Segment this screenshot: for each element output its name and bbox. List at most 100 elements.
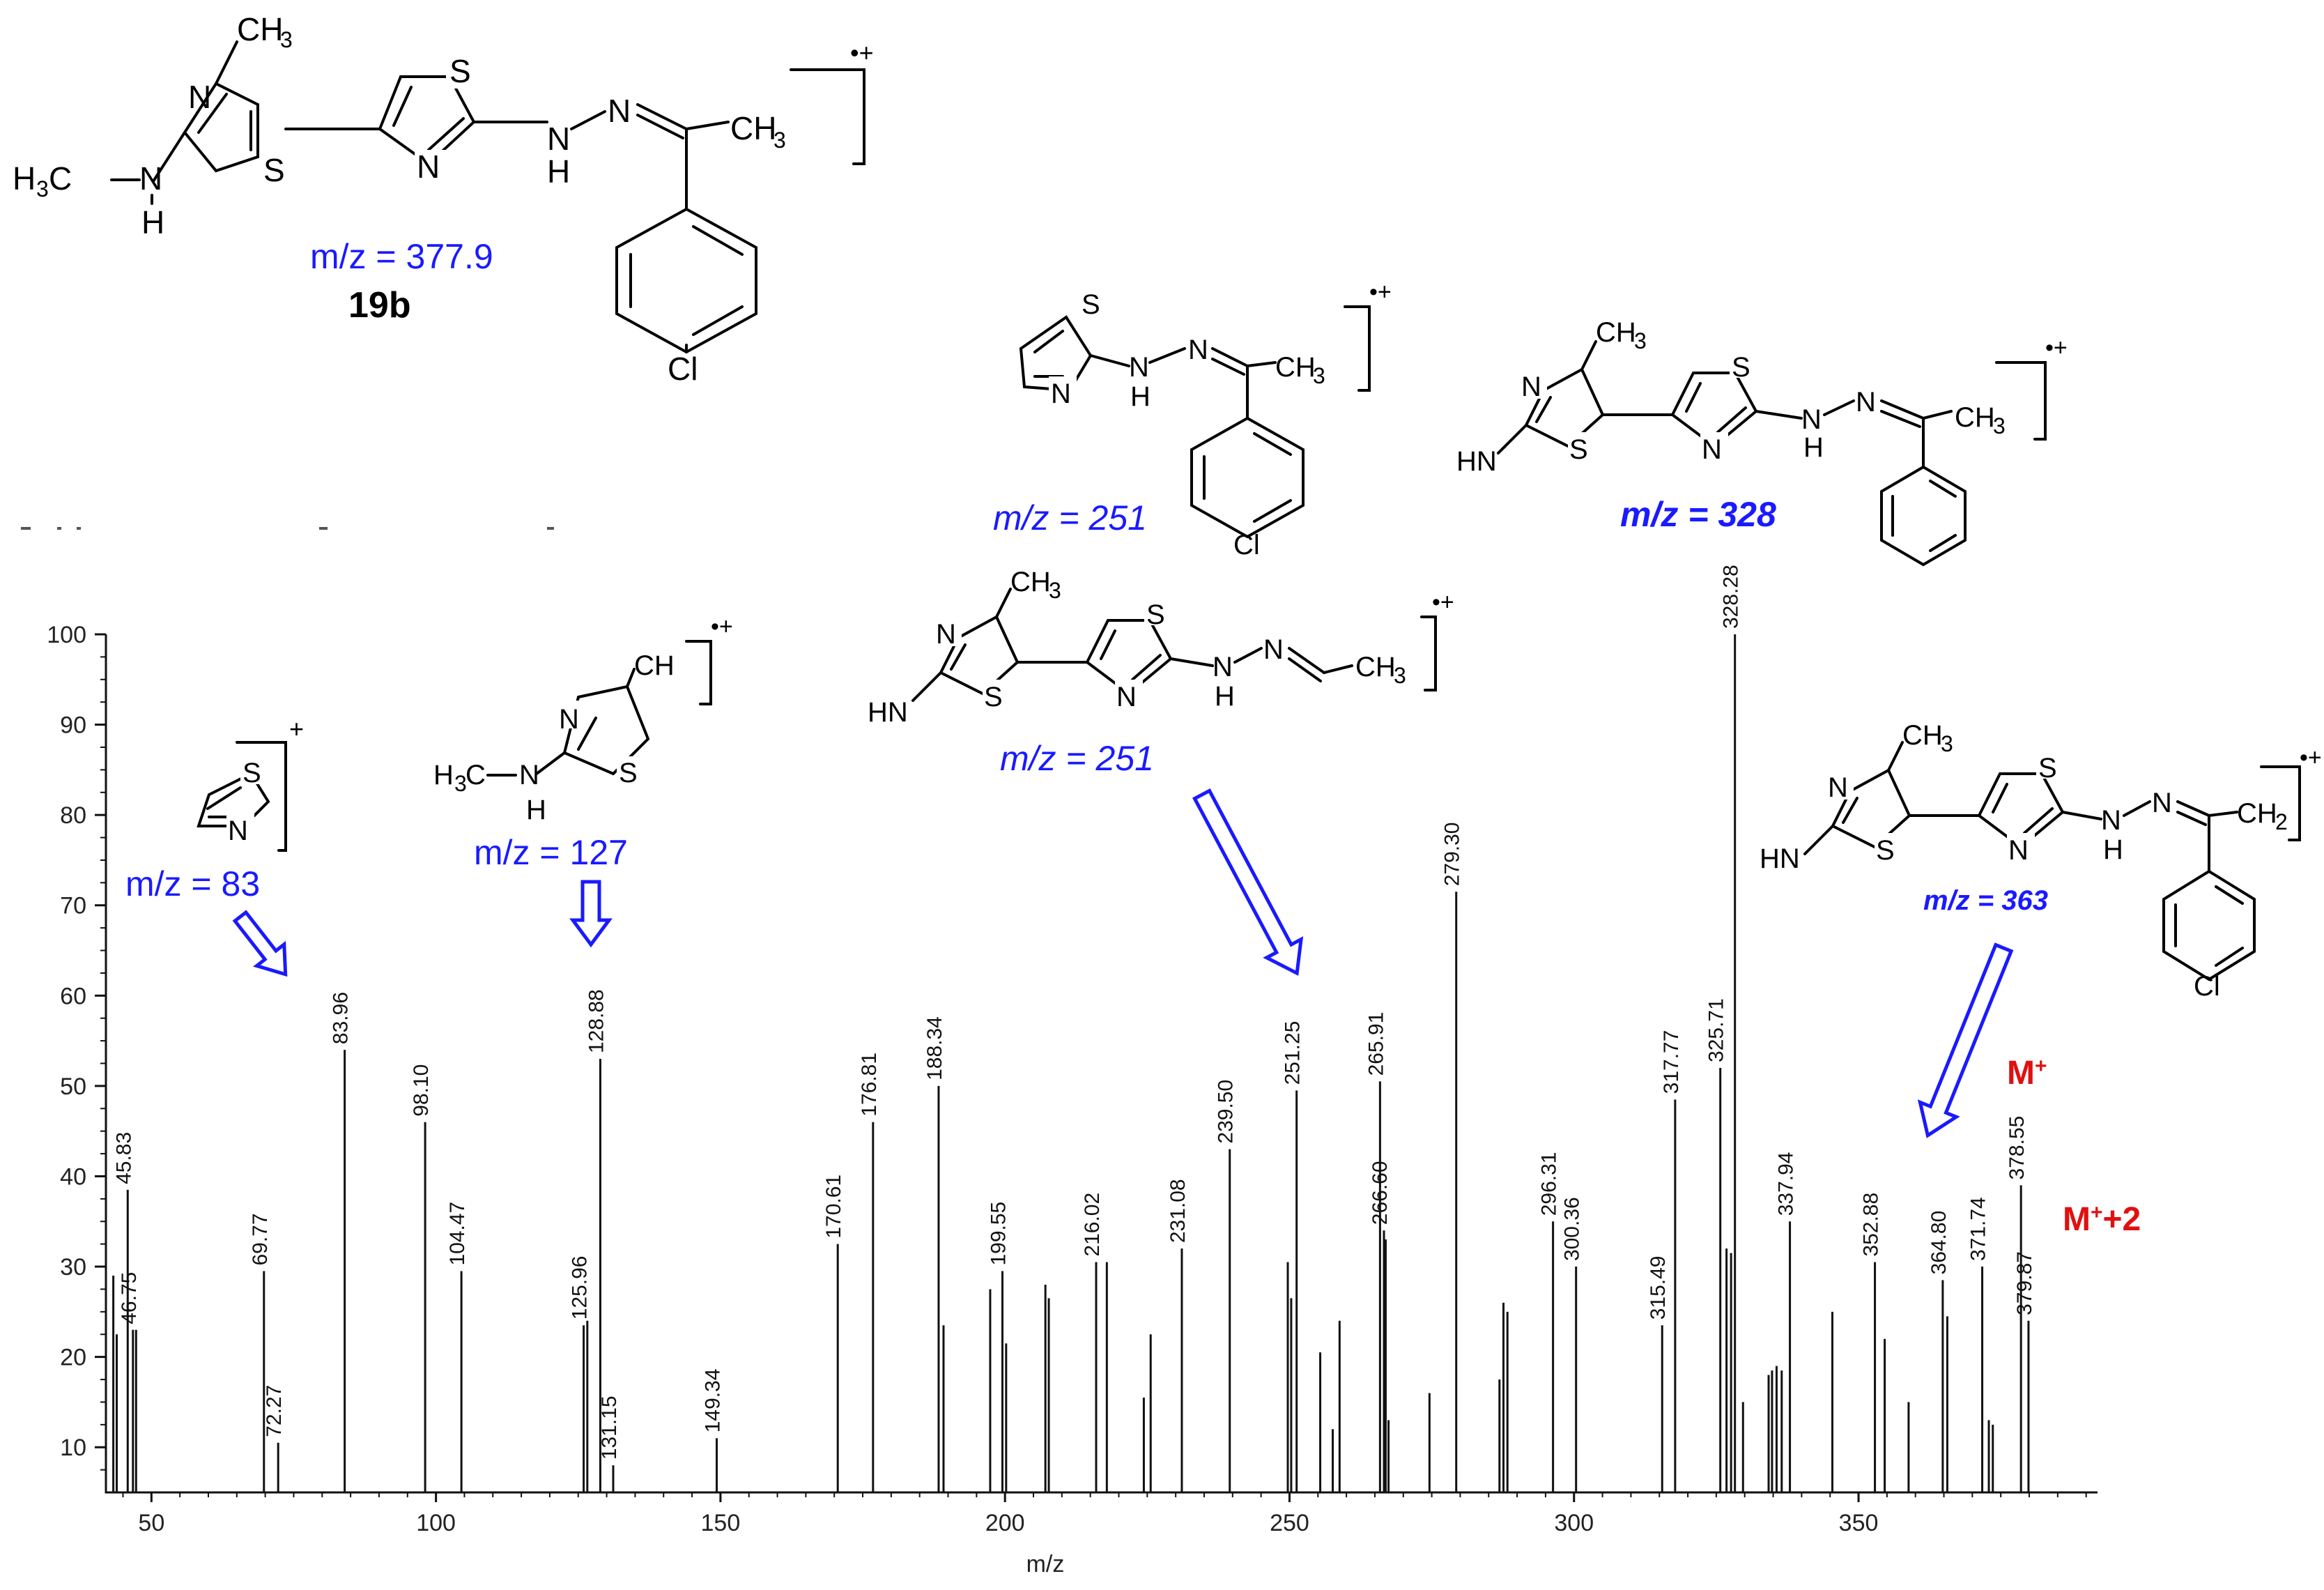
svg-text:N: N <box>519 760 539 790</box>
svg-text:•+: •+ <box>850 38 874 67</box>
peak-label: 325.71 <box>1705 998 1728 1062</box>
svg-text:CH: CH <box>2237 798 2277 829</box>
svg-text:H: H <box>13 160 36 197</box>
frag127-mz: m/z = 127 <box>474 833 628 872</box>
svg-text:N: N <box>2152 788 2172 818</box>
svg-text:3: 3 <box>1313 363 1325 388</box>
x-tick-label: 350 <box>1839 1510 1879 1536</box>
svg-text:N: N <box>2101 805 2121 836</box>
svg-text:3: 3 <box>36 176 49 201</box>
svg-text:•+: •+ <box>2300 744 2322 771</box>
svg-text:HN: HN <box>1760 843 1800 874</box>
svg-text:H: H <box>1130 381 1151 412</box>
svg-text:N: N <box>139 160 162 197</box>
svg-text:S: S <box>984 682 1003 712</box>
svg-text:S: S <box>1569 434 1588 465</box>
peak-label: 317.77 <box>1660 1030 1683 1094</box>
svg-text:CH: CH <box>1355 652 1396 682</box>
peak-label: 72.27 <box>263 1385 286 1437</box>
svg-text:•+: •+ <box>2045 335 2068 361</box>
svg-text:CH: CH <box>1596 317 1636 348</box>
svg-text:N: N <box>1801 404 1822 435</box>
svg-text:C: C <box>465 760 486 790</box>
svg-text:N: N <box>936 619 956 650</box>
svg-text:Cl: Cl <box>1233 530 1260 560</box>
axis-frame <box>105 634 2098 1494</box>
svg-text:CH: CH <box>634 650 675 681</box>
svg-text:HN: HN <box>1456 446 1497 477</box>
fragment-83: S N + m/z = 83 <box>125 714 304 903</box>
x-axis-label: m/z <box>1026 1551 1065 1577</box>
svg-text:N: N <box>1129 352 1149 383</box>
svg-text:N: N <box>608 93 631 129</box>
peak-label: 98.10 <box>410 1064 433 1117</box>
svg-text:N: N <box>228 816 248 846</box>
arrow-251-icon <box>1192 788 1304 976</box>
peak-label: 128.88 <box>585 989 608 1053</box>
frag328-mz: m/z = 328 <box>1620 495 1776 534</box>
plot-area: 45.8346.7569.7772.2783.9698.10104.47125.… <box>47 565 2098 1577</box>
peak-label: 170.61 <box>822 1175 845 1239</box>
svg-text:+: + <box>289 714 304 743</box>
peak-label: 131.15 <box>598 1396 621 1460</box>
svg-text:CH: CH <box>730 110 776 146</box>
svg-text:N: N <box>1828 772 1848 803</box>
svg-text:3: 3 <box>454 771 467 796</box>
svg-text:CH: CH <box>1955 402 1995 433</box>
svg-text:H: H <box>547 153 570 190</box>
peaks-group <box>112 634 2030 1492</box>
peak-label: 176.81 <box>858 1053 881 1117</box>
svg-text:H: H <box>526 795 546 825</box>
svg-text:S: S <box>243 758 261 788</box>
isotope-ion-label: M++2 <box>2063 1201 2141 1239</box>
peak-label: 45.83 <box>112 1132 135 1184</box>
svg-text:•+: •+ <box>711 613 733 640</box>
molecular-ion-label: M+ <box>2007 1055 2047 1092</box>
y-tick-label: 50 <box>60 1073 86 1100</box>
svg-text:Cl: Cl <box>2194 971 2220 1002</box>
x-tick-label: 150 <box>701 1510 741 1536</box>
svg-text:S: S <box>1876 835 1895 866</box>
svg-text:N: N <box>1116 682 1137 712</box>
svg-text:S: S <box>449 53 471 89</box>
svg-text:CH: CH <box>1275 352 1316 383</box>
svg-text:S: S <box>619 758 638 788</box>
svg-text:S: S <box>1082 289 1100 320</box>
svg-text:CH: CH <box>1902 720 1943 751</box>
y-tick-label: 100 <box>47 622 86 648</box>
peak-label: 279.30 <box>1441 823 1464 887</box>
peak-labels-group: 45.8346.7569.7772.2783.9698.10104.47125.… <box>112 565 2036 1460</box>
y-tick-label: 80 <box>60 802 86 829</box>
peak-label: 328.28 <box>1720 565 1743 629</box>
fragment-arrows <box>232 788 2014 1138</box>
svg-text:N: N <box>1702 434 1722 465</box>
x-tick-label: 100 <box>416 1510 456 1536</box>
compound-label: 19b <box>348 285 411 326</box>
peak-label: 300.36 <box>1561 1197 1584 1261</box>
svg-text:3: 3 <box>1049 578 1061 603</box>
arrow-363-icon <box>1917 942 2014 1138</box>
y-tick-label: 70 <box>60 893 86 919</box>
svg-text:N: N <box>417 148 440 185</box>
svg-text:H: H <box>1215 681 1235 712</box>
y-tick-label: 10 <box>60 1435 86 1461</box>
frag83-mz: m/z = 83 <box>125 864 260 903</box>
svg-text:H: H <box>141 204 164 240</box>
arrow-83-icon <box>232 910 288 977</box>
svg-text:3: 3 <box>1993 413 2006 438</box>
peak-label: 188.34 <box>923 1016 946 1080</box>
svg-text:C: C <box>49 160 72 197</box>
peak-label: 69.77 <box>249 1213 272 1265</box>
peak-label: 199.55 <box>987 1202 1010 1266</box>
y-tick-label: 30 <box>60 1254 86 1281</box>
svg-text:N: N <box>547 121 570 157</box>
y-tick-label: 60 <box>60 983 86 1009</box>
svg-text:H: H <box>433 760 454 790</box>
svg-text:N: N <box>1263 634 1284 665</box>
svg-text:3: 3 <box>1941 731 1953 756</box>
svg-text:N: N <box>1213 652 1233 682</box>
svg-text:N: N <box>1188 335 1208 365</box>
